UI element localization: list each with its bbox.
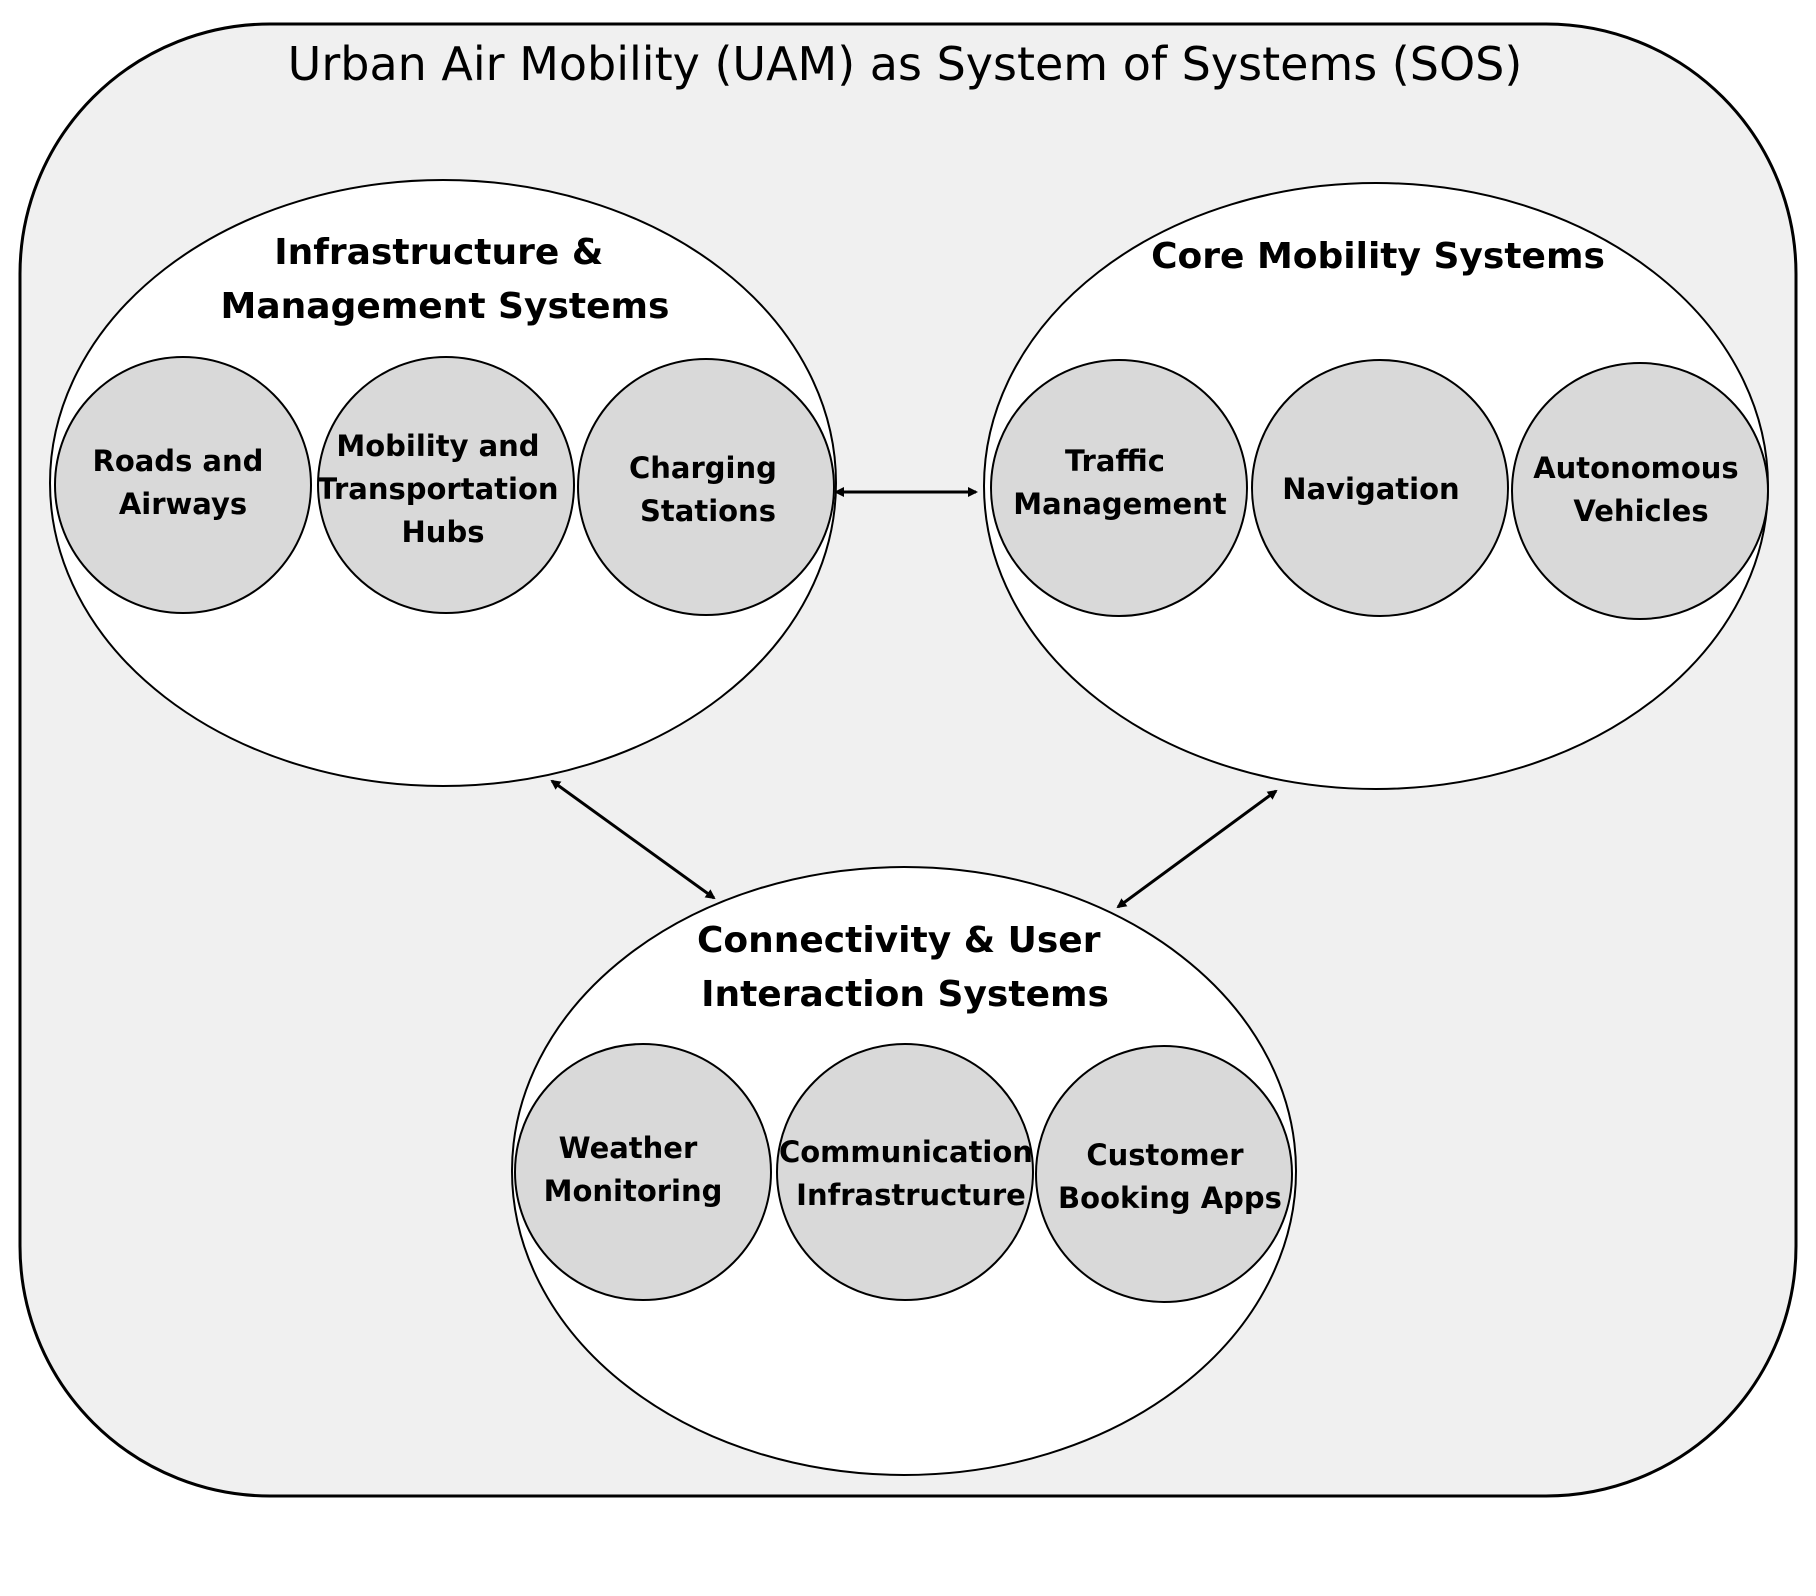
connector-core-connectivity xyxy=(1116,789,1278,909)
connector-infrastructure-connectivity xyxy=(550,779,716,900)
item-label: Autonomous Vehicles xyxy=(1533,451,1749,528)
item-communication-infrastructure: Communication Infrastructure xyxy=(776,1043,1043,1301)
item-mobility-transportation-hubs: Mobility and Transportation Hubs xyxy=(317,356,575,614)
group-infrastructure-management: Infrastructure & Management Systems Road… xyxy=(49,179,837,787)
group-title: Core Mobility Systems xyxy=(1151,236,1605,277)
item-circle xyxy=(1251,359,1509,617)
item-label: Weather Monitoring xyxy=(544,1131,723,1208)
group-title: Connectivity & User Interaction Systems xyxy=(697,920,1113,1015)
item-autonomous-vehicles: Autonomous Vehicles xyxy=(1511,362,1769,620)
diagram-title: Urban Air Mobility (UAM) as System of Sy… xyxy=(288,37,1523,91)
item-circle xyxy=(514,1043,772,1301)
item-label: Customer Booking Apps xyxy=(1058,1138,1282,1215)
item-circle xyxy=(577,358,835,616)
item-circle xyxy=(1511,362,1769,620)
item-charging-stations: Charging Stations xyxy=(577,358,835,616)
item-label: Roads and Airways xyxy=(92,444,273,521)
item-roads-and-airways: Roads and Airways xyxy=(54,356,312,614)
item-circle xyxy=(54,356,312,614)
item-weather-monitoring: Weather Monitoring xyxy=(514,1043,772,1301)
item-circle xyxy=(1035,1045,1293,1303)
item-label: Communication Infrastructure xyxy=(779,1135,1043,1212)
item-label: Mobility and Transportation Hubs xyxy=(317,429,568,549)
item-navigation: Navigation xyxy=(1251,359,1509,617)
group-core-mobility: Core Mobility Systems Traffic Management… xyxy=(983,182,1769,790)
group-connectivity-user-interaction: Connectivity & User Interaction Systems … xyxy=(511,866,1297,1476)
group-title: Infrastructure & Management Systems xyxy=(221,232,670,327)
item-label: Traffic Management xyxy=(1013,444,1227,521)
item-circle xyxy=(990,359,1248,617)
item-traffic-management: Traffic Management xyxy=(990,359,1248,617)
item-circle xyxy=(776,1043,1034,1301)
item-label: Charging Stations xyxy=(629,451,787,528)
item-label: Navigation xyxy=(1282,472,1459,506)
item-circle xyxy=(317,356,575,614)
item-customer-booking-apps: Customer Booking Apps xyxy=(1035,1045,1293,1303)
